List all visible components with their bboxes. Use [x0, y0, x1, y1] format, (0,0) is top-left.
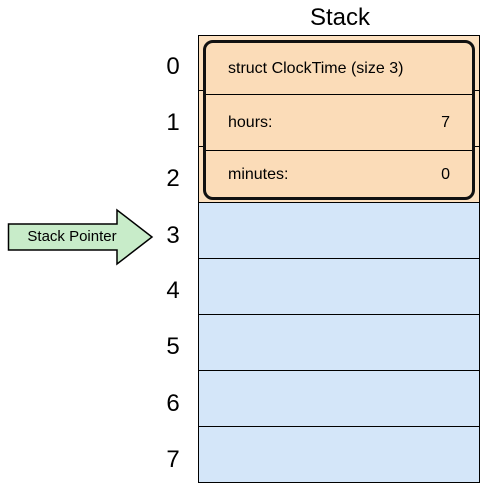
struct-divider	[206, 150, 472, 151]
stack-cell-4	[198, 259, 480, 315]
stack-index-1: 1	[166, 109, 180, 136]
arrow-right-icon	[7, 208, 154, 266]
field-name-minutes: minutes:	[228, 166, 289, 183]
stack-index-5: 5	[166, 333, 180, 360]
field-value-hours: 7	[441, 113, 450, 131]
stack-index-7: 7	[166, 446, 180, 473]
struct-header-row: struct ClockTime (size 3)	[206, 43, 472, 94]
struct-header: struct ClockTime (size 3)	[228, 59, 404, 77]
struct-field-row-minutes: minutes: 0	[206, 151, 472, 199]
stack-index-3: 3	[166, 222, 180, 249]
stack-index-4: 4	[166, 277, 180, 304]
stack-cell-5	[198, 315, 480, 371]
stack-cell-3	[198, 203, 480, 259]
stack-title: Stack	[309, 4, 371, 31]
field-value-minutes: 0	[441, 166, 450, 183]
stack-index-6: 6	[166, 390, 180, 417]
stack-pointer-label: Stack Pointer	[27, 228, 117, 245]
stack-pointer-arrow: Stack Pointer	[7, 208, 155, 266]
struct-divider	[206, 94, 472, 95]
stack-cell-6	[198, 371, 480, 427]
stack-index-0: 0	[166, 53, 180, 80]
stack-cell-7	[198, 427, 480, 483]
struct-clocktime-box: struct ClockTime (size 3) hours: 7 minut…	[203, 40, 475, 200]
stack-index-2: 2	[166, 165, 180, 192]
field-name-hours: hours:	[228, 113, 273, 131]
struct-field-row-hours: hours: 7	[206, 95, 472, 150]
